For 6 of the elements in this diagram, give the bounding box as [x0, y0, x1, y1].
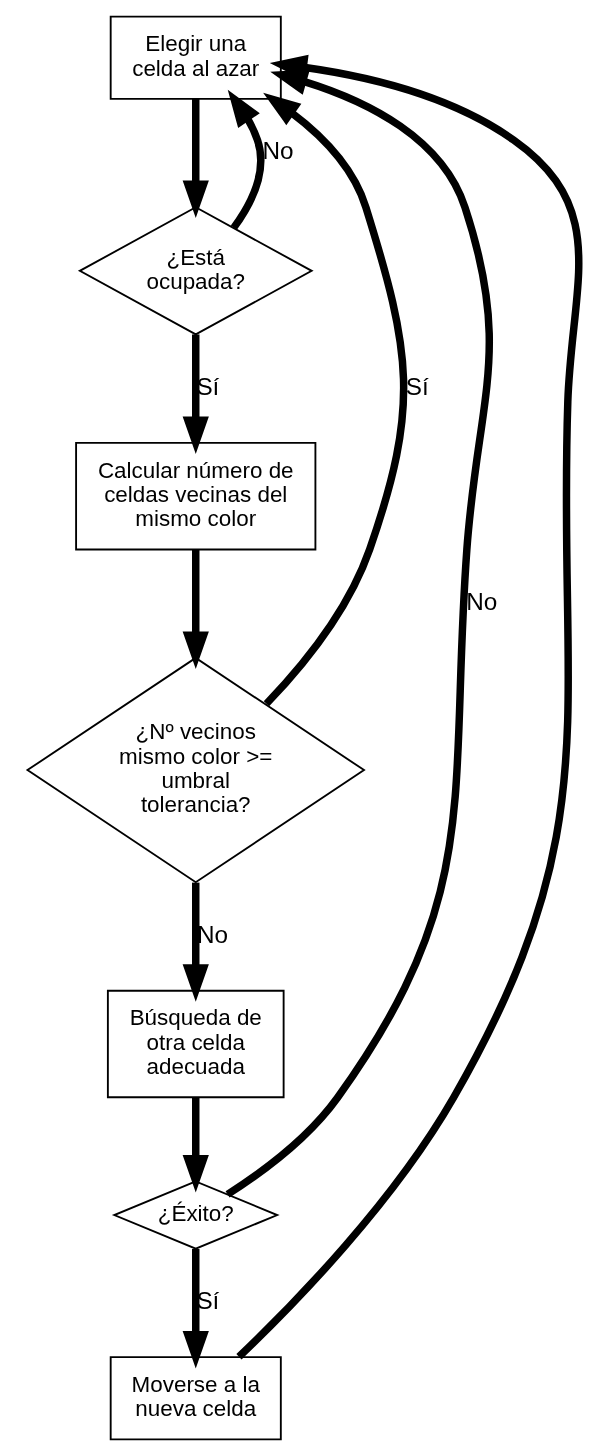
edge-label: No	[466, 588, 498, 616]
edge-label: No	[262, 137, 294, 165]
edge-label: No	[197, 920, 229, 948]
edge-label: Sí	[405, 373, 429, 401]
edge-label: Sí	[196, 373, 220, 401]
edge-label: Sí	[196, 1287, 220, 1315]
